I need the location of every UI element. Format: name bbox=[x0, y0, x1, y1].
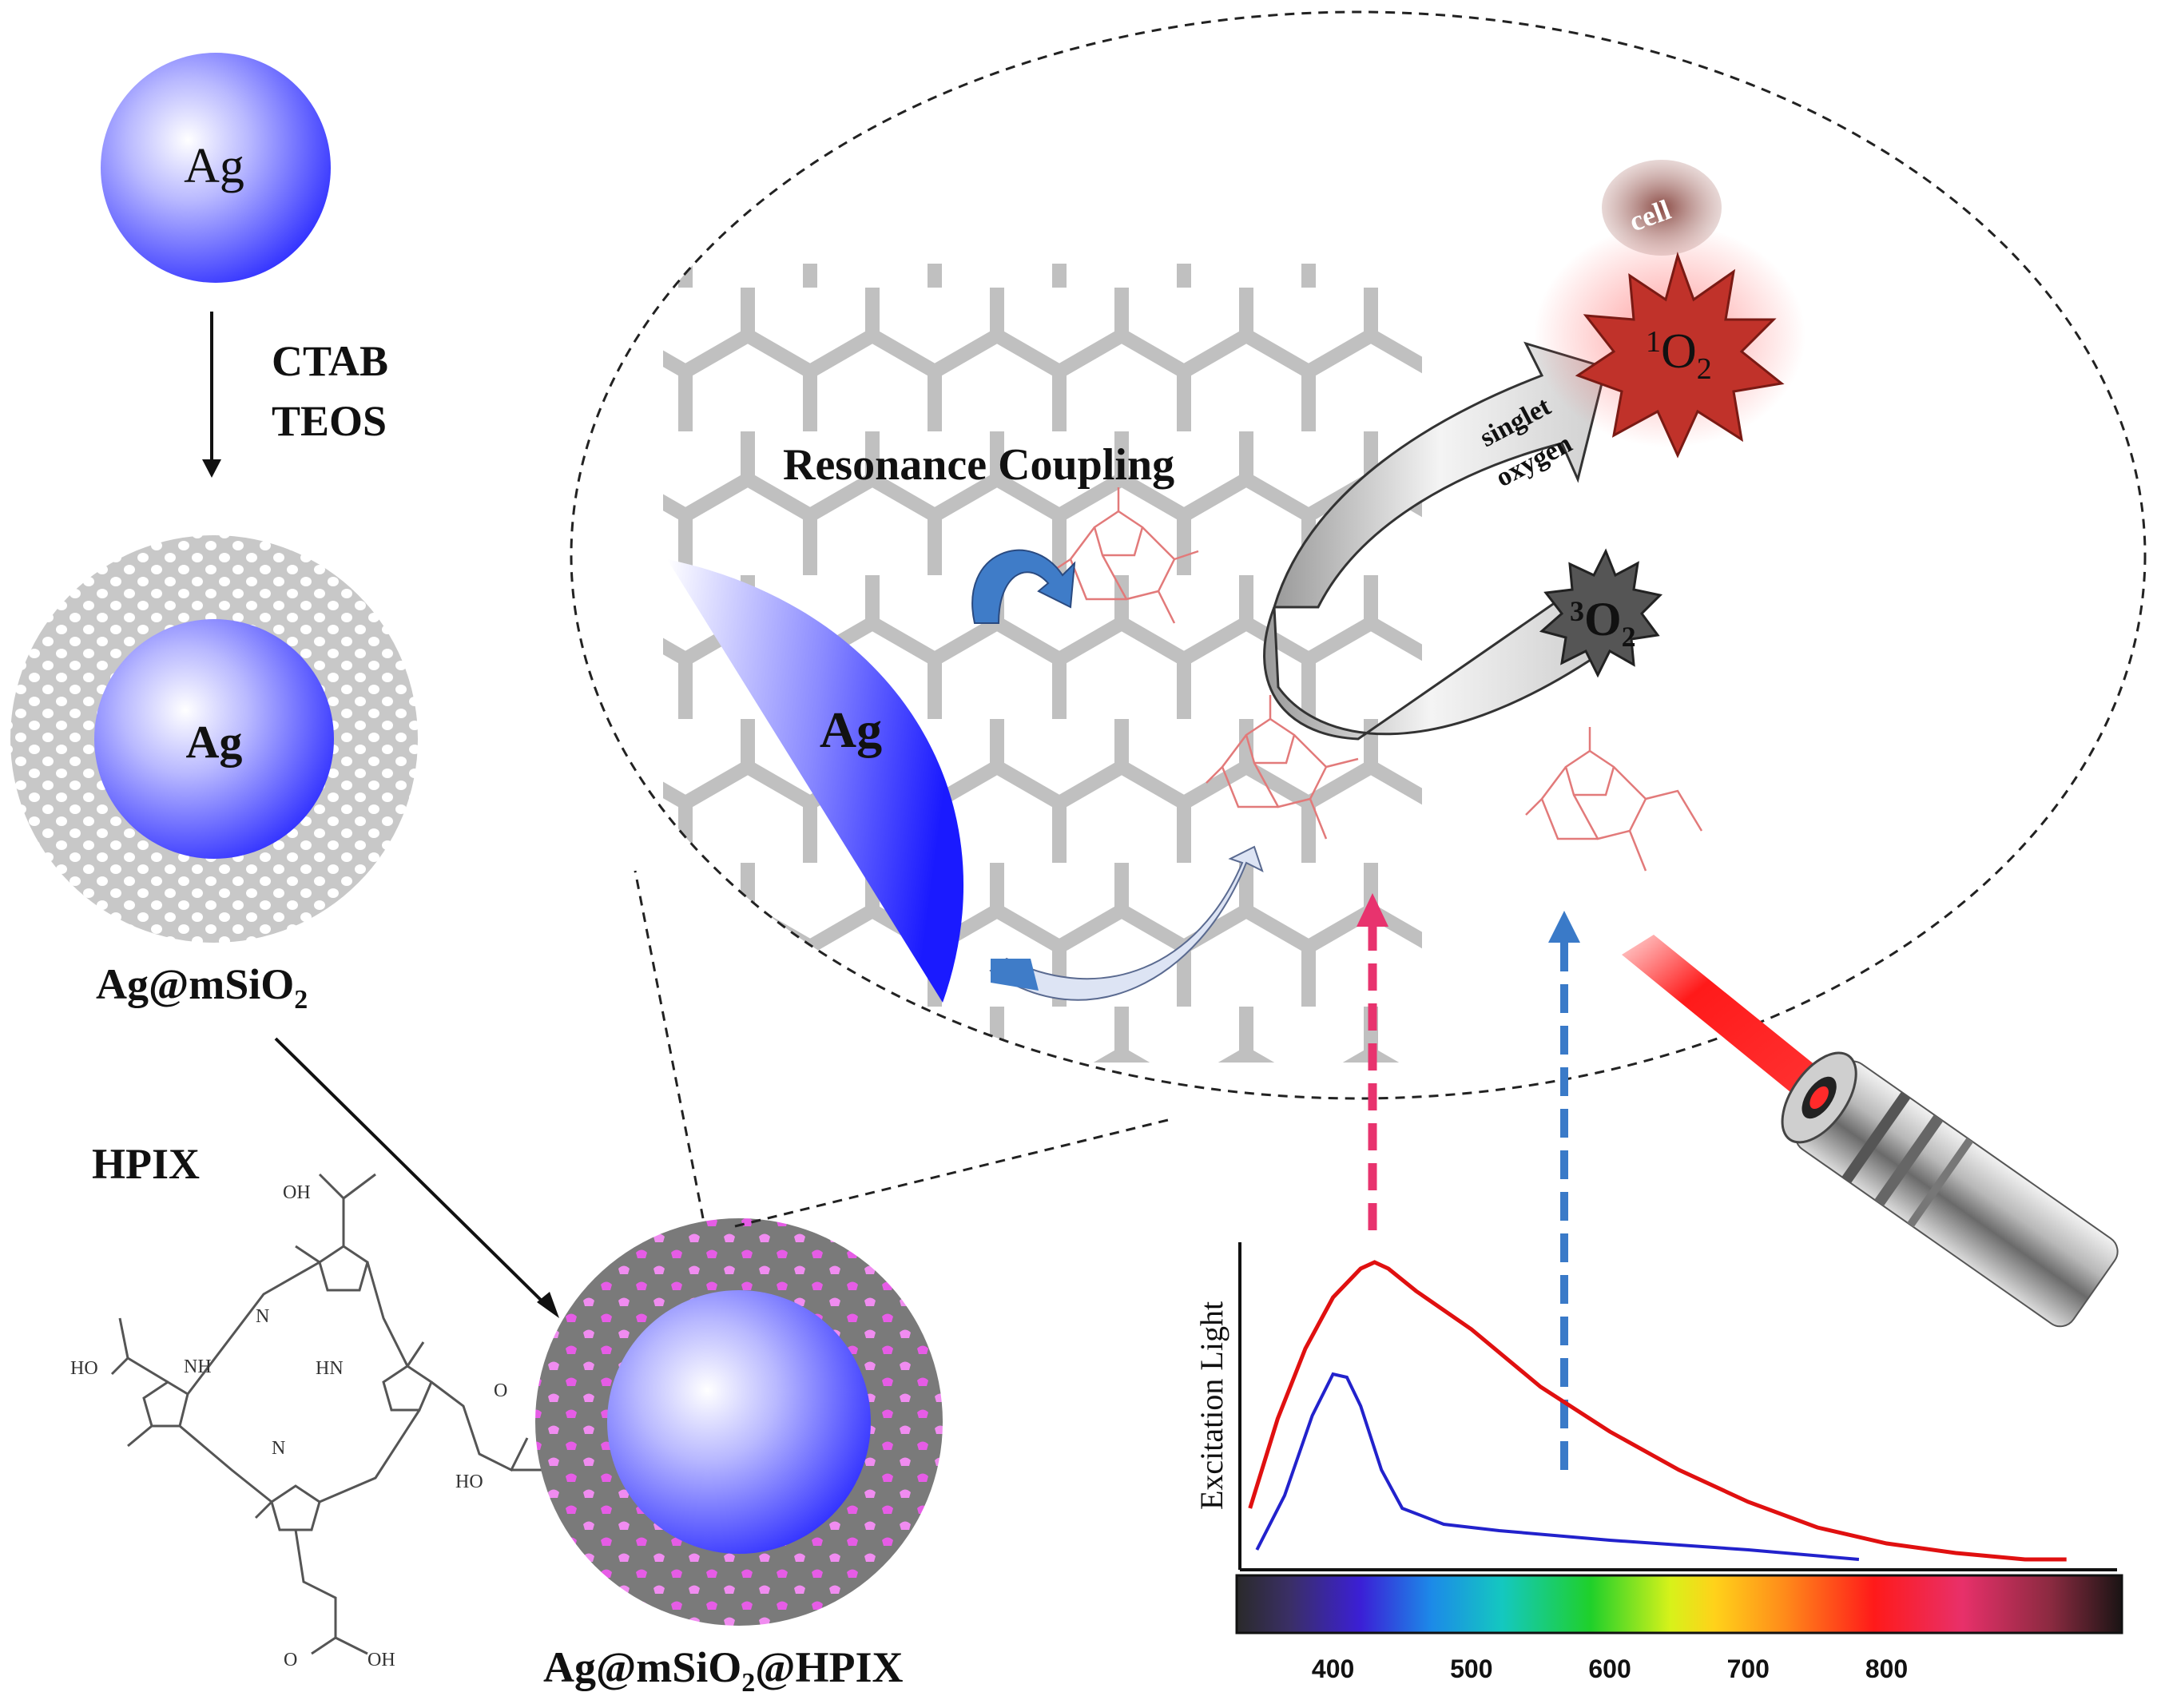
atom-n-2: N bbox=[272, 1438, 285, 1459]
triplet-oxygen-star bbox=[1539, 548, 1663, 678]
energy-transfer-arrow-lower bbox=[1263, 593, 1599, 741]
hpix-molecule bbox=[110, 1173, 543, 1655]
arrow-synthesis-1-head bbox=[202, 459, 221, 478]
x-tick-labels: 400 500 600 700 800 bbox=[1312, 1654, 1908, 1683]
zoom-guide-right bbox=[734, 1117, 1175, 1228]
ag-half-sphere bbox=[667, 559, 964, 1003]
series-blue-curve bbox=[1255, 1372, 1860, 1561]
label-ag-msio2-hpix: Ag@mSiO2@HPIX bbox=[543, 1643, 903, 1698]
label-triplet-oxygen: 3O2 bbox=[1570, 593, 1636, 653]
arrow-synthesis-2 bbox=[274, 1037, 553, 1312]
atom-oh-2: OH bbox=[367, 1650, 395, 1670]
label-hpix: HPIX bbox=[92, 1140, 200, 1188]
atom-hn: HN bbox=[316, 1358, 344, 1379]
ag-label-mid: Ag bbox=[186, 716, 243, 768]
x-tick-label: 600 bbox=[1588, 1654, 1631, 1683]
x-tick-label: 800 bbox=[1865, 1654, 1908, 1683]
reagent-teos: TEOS bbox=[272, 397, 387, 445]
zoom-guide-left bbox=[634, 870, 705, 1219]
atom-nh: NH bbox=[184, 1356, 212, 1377]
ag-label-top: Ag bbox=[184, 139, 244, 193]
hpix-dye-molecule-3 bbox=[1525, 727, 1703, 872]
atom-oh-1: OH bbox=[283, 1182, 311, 1203]
excitation-arrow-blue-head bbox=[1548, 911, 1580, 943]
arrow-synthesis-2-head bbox=[537, 1292, 559, 1318]
laser-pointer bbox=[1781, 1051, 2119, 1328]
cell bbox=[1602, 160, 1722, 256]
y-axis-label: Excitation Light bbox=[1194, 1301, 1229, 1510]
x-tick-label: 400 bbox=[1312, 1654, 1354, 1683]
atom-ho-2: HO bbox=[455, 1472, 483, 1492]
label-ag-msio2: Ag@mSiO2 bbox=[96, 960, 308, 1015]
atom-o-1: O bbox=[494, 1380, 507, 1401]
singlet-oxygen-star bbox=[1575, 252, 1785, 459]
hpix-dye-molecule-1 bbox=[1046, 487, 1199, 624]
coupling-arrow-top bbox=[971, 549, 1076, 624]
hpix-dye-molecule-2 bbox=[1206, 695, 1359, 840]
atom-o-2: O bbox=[284, 1650, 297, 1670]
x-tick-label: 500 bbox=[1450, 1654, 1492, 1683]
series-red-curve bbox=[1248, 1260, 2067, 1562]
atom-n-1: N bbox=[256, 1306, 269, 1327]
coupling-arrow-bottom-tail bbox=[991, 959, 1039, 991]
atom-ho-1: HO bbox=[70, 1358, 98, 1379]
label-resonance-coupling: Resonance Coupling bbox=[783, 440, 1174, 490]
x-tick-label: 700 bbox=[1727, 1654, 1770, 1683]
label-singlet-oxygen: 1O2 bbox=[1646, 324, 1712, 386]
ag-nanoparticle bbox=[101, 53, 331, 283]
ag-core-final bbox=[607, 1290, 871, 1554]
reagent-ctab: CTAB bbox=[272, 337, 388, 385]
spectrum-chart: Excitation Light 400 500 600 700 800 bbox=[1194, 1242, 2123, 1683]
hpix-atom-labels: OH HO NH N HN N O HO O OH bbox=[70, 1182, 507, 1670]
zoom-ellipse bbox=[570, 10, 2147, 1100]
ag-label-big: Ag bbox=[820, 701, 882, 758]
excitation-arrow-pink-head bbox=[1357, 893, 1388, 927]
spectrum-bar bbox=[1235, 1574, 2123, 1635]
ag-core bbox=[94, 619, 334, 859]
